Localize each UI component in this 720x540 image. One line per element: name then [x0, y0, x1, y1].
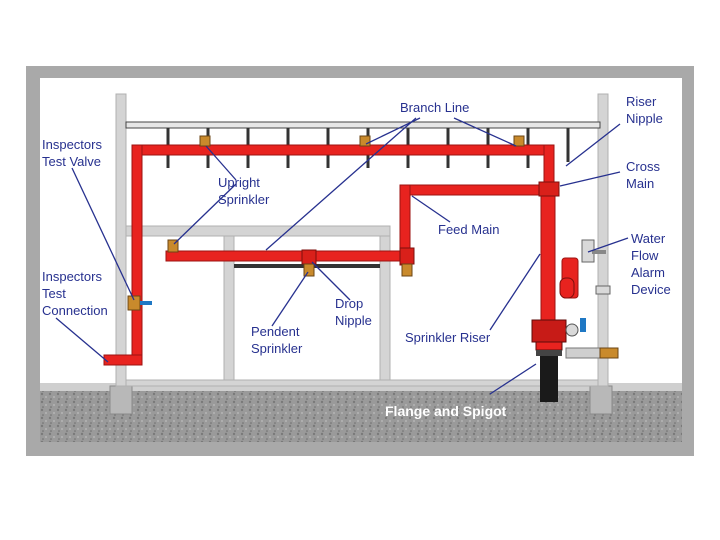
right-footing: [589, 385, 613, 415]
label-feed-main: Feed Main: [438, 222, 500, 237]
label-sprinkler-riser: Sprinkler Riser: [405, 330, 491, 345]
label-inspectors-test-valve: Inspectors Test Valve: [42, 137, 102, 169]
sprinkler-riser-pipe: [540, 189, 556, 341]
floor-beam: [125, 379, 599, 387]
fittings: [301, 181, 560, 265]
label-flange-and-spigot: Flange and Spigot: [385, 403, 507, 419]
feed-main-pipe: [399, 184, 555, 196]
flange-spigot-pipe: [540, 350, 558, 402]
sprinkler-diagram-svg: [40, 93, 682, 442]
water-flow-alarm-assembly: [559, 239, 611, 332]
right-column: [597, 93, 609, 387]
mezzanine-beam: [125, 225, 391, 237]
pointer-arrows: [55, 117, 629, 395]
inspectors-test-bottom: [103, 354, 143, 366]
inspectors-test-connection-valve: [127, 295, 152, 311]
alarm-check-valve: [531, 319, 619, 359]
label-riser-nipple: Riser Nipple: [626, 94, 663, 126]
inspectors-test-drop: [131, 144, 143, 366]
left-footing: [109, 385, 133, 415]
label-branch-line: Branch Line: [400, 100, 470, 115]
sprinkler-system-diagram: Branch Line Riser Nipple Inspectors Test…: [40, 78, 682, 442]
label-upright-sprinkler: Upright Sprinkler: [218, 175, 270, 207]
label-inspectors-test-connection: Inspectors Test Connection: [42, 269, 108, 318]
ground: [40, 388, 682, 442]
label-drop-nipple: Drop Nipple: [335, 296, 372, 328]
left-column: [115, 93, 127, 387]
pendent-sprinkler-head: [303, 263, 413, 277]
flange-spigot-collar: [536, 350, 562, 356]
label-water-flow-alarm-device: Water Flow Alarm Device: [631, 231, 671, 297]
ground-slab: [40, 383, 682, 391]
upright-sprinkler-heads: [167, 135, 525, 253]
mezzanine-branch: [165, 250, 411, 262]
label-pendent-sprinkler: Pendent Sprinkler: [251, 324, 303, 356]
roof-beam: [125, 121, 601, 129]
branch-line-pipe: [131, 144, 553, 156]
label-cross-main: Cross Main: [626, 159, 660, 191]
red-piping: [103, 144, 579, 366]
